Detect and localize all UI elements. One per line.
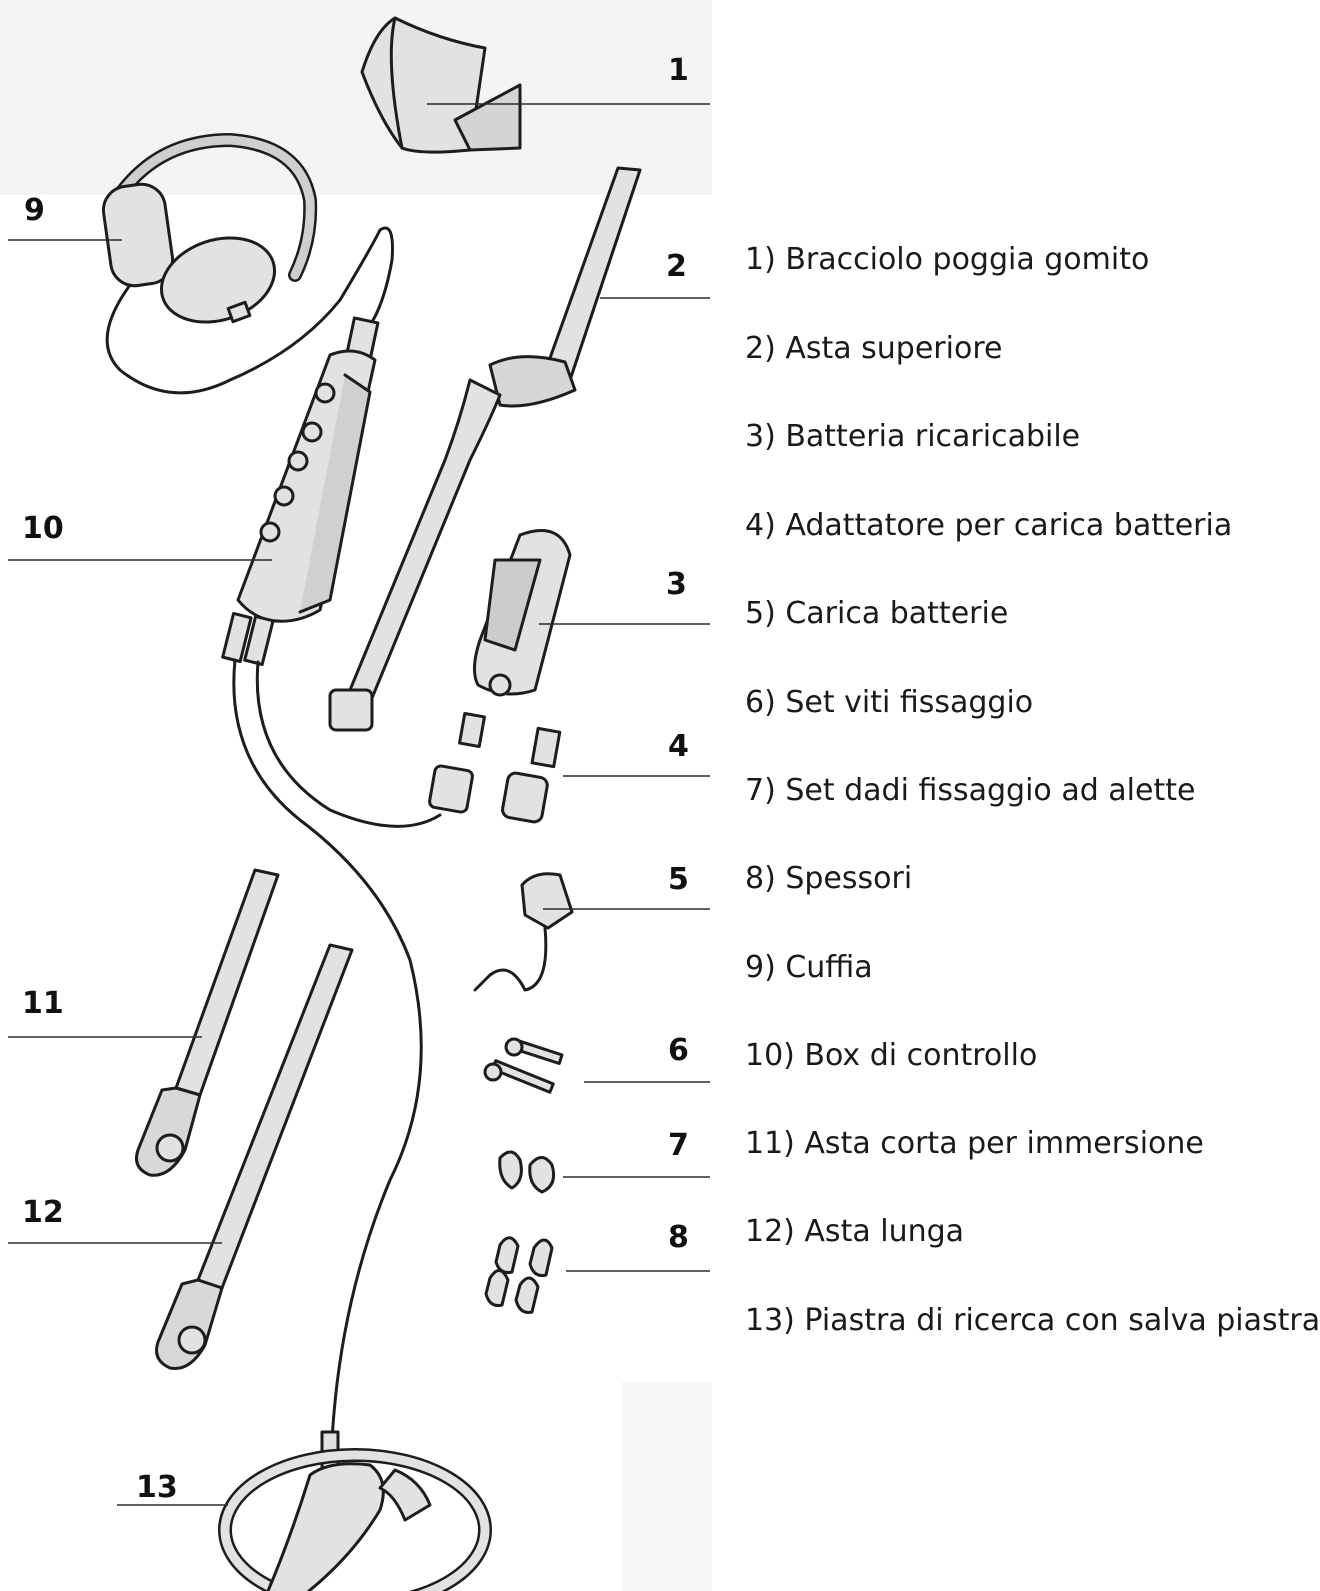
legend-item: 8) Spessori [745, 864, 912, 894]
callout-number: 12 [22, 1198, 64, 1228]
spacers-icon [486, 1238, 552, 1313]
screws-icon [485, 1039, 562, 1092]
legend-item: 4) Adattatore per carica batteria [745, 511, 1232, 541]
charger-adapter-icon [429, 713, 560, 823]
callout-number: 10 [22, 514, 64, 544]
charger-icon [475, 874, 572, 990]
callout-number: 2 [666, 252, 687, 282]
callout-number: 5 [668, 865, 689, 895]
callout-number: 11 [22, 989, 64, 1019]
wing-nuts-icon [500, 1152, 554, 1192]
callout-number: 8 [668, 1223, 689, 1253]
legend-item: 5) Carica batterie [745, 599, 1008, 629]
callout-number: 6 [668, 1036, 689, 1066]
legend-item: 7) Set dadi fissaggio ad alette [745, 776, 1195, 806]
callout-number: 9 [24, 196, 45, 226]
legend-item: 2) Asta superiore [745, 334, 1002, 364]
callout-number: 3 [666, 570, 687, 600]
cable-icon [234, 660, 421, 1440]
callout-number: 13 [136, 1473, 178, 1503]
armrest-icon [362, 18, 520, 152]
callout-number: 4 [668, 732, 689, 762]
battery-icon [474, 531, 570, 696]
cable-icon [257, 662, 440, 826]
legend-item: 3) Batteria ricaricabile [745, 422, 1080, 452]
legend-item: 6) Set viti fissaggio [745, 688, 1033, 718]
legend-item: 11) Asta corta per immersione [745, 1129, 1204, 1159]
legend-item: 13) Piastra di ricerca con salva piastra [745, 1306, 1320, 1336]
legend-item: 12) Asta lunga [745, 1217, 964, 1247]
callout-number: 1 [668, 56, 689, 86]
legend-item: 1) Bracciolo poggia gomito [745, 245, 1149, 275]
control-box-icon [223, 318, 378, 665]
long-shaft-icon [157, 945, 353, 1369]
callout-number: 7 [668, 1131, 689, 1161]
legend-item: 9) Cuffia [745, 953, 873, 983]
legend-item: 10) Box di controllo [745, 1041, 1037, 1071]
search-coil-icon [225, 1432, 485, 1591]
